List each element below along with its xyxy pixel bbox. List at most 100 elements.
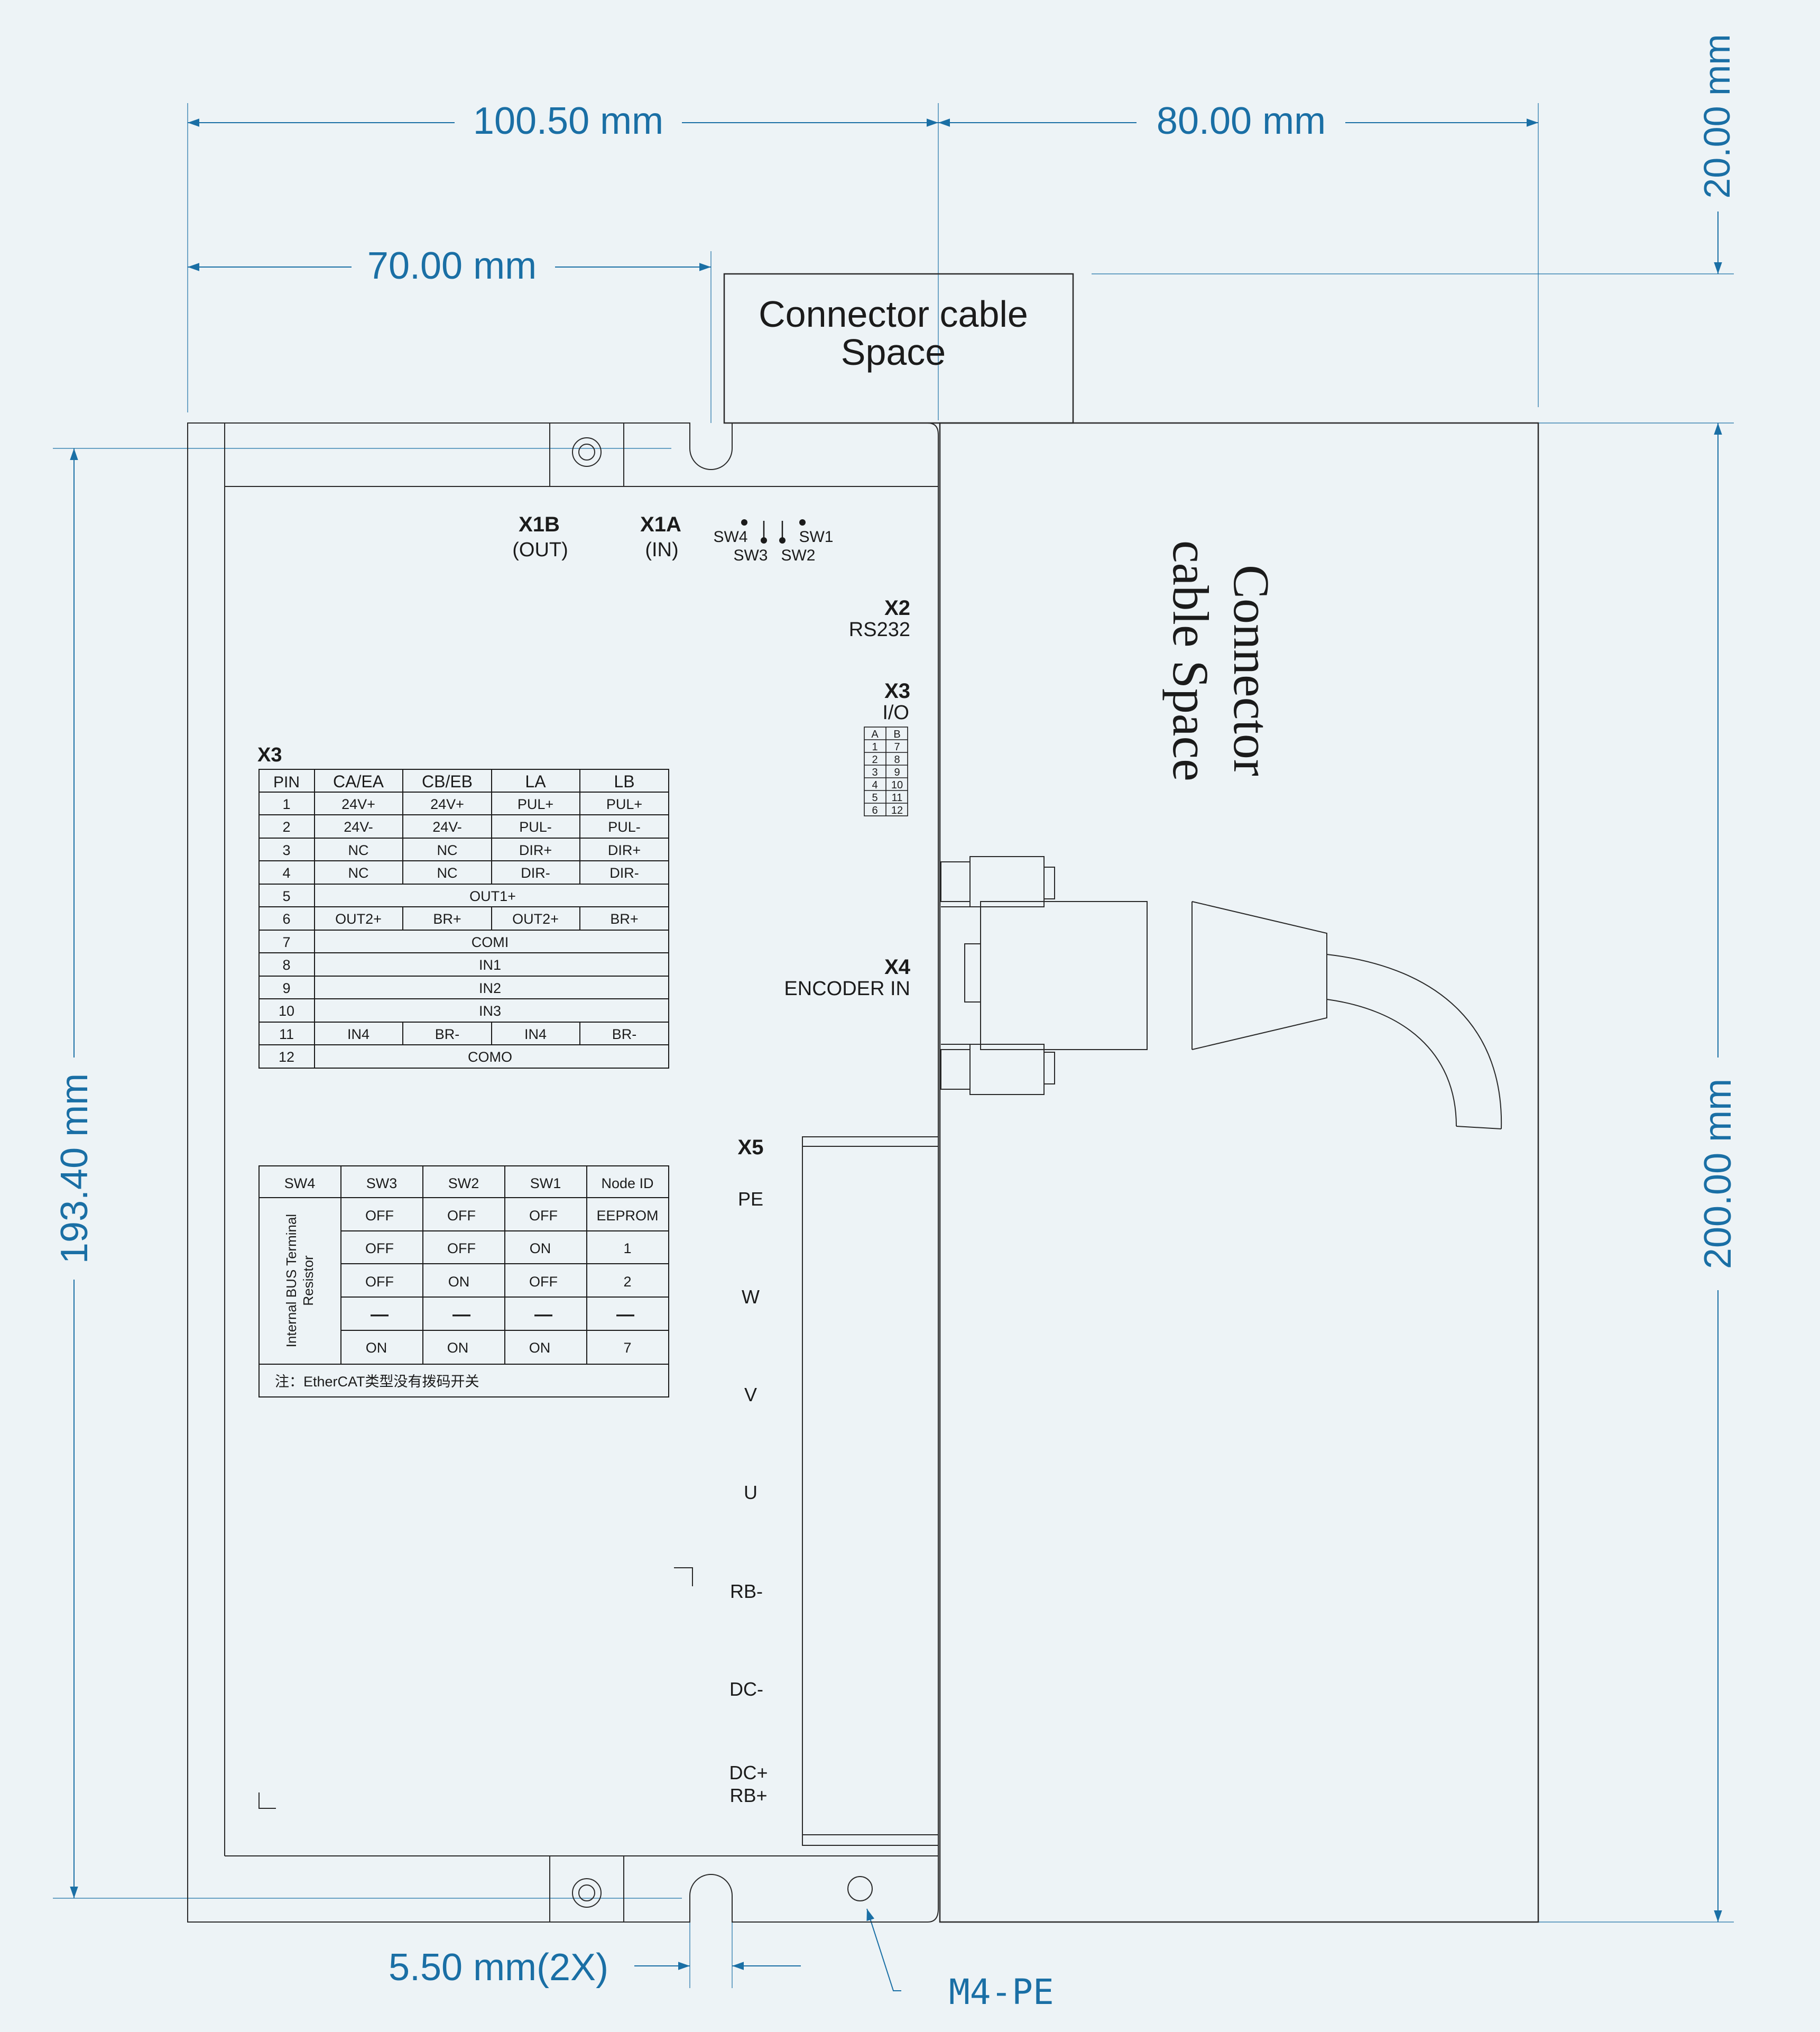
pin-row-12-signal: COMO <box>468 1049 512 1065</box>
pin-row-12-pin: 12 <box>279 1049 294 1065</box>
io-cell-b5: 11 <box>892 792 903 804</box>
x2-label: X2 <box>884 596 910 620</box>
pin-row-2-ca: 24V- <box>344 819 373 835</box>
pin-row-6-lb: BR+ <box>610 911 638 927</box>
dim-slot: 5.50 mm(2X) <box>389 1946 608 1989</box>
switch-row-3-sw2: ON <box>448 1274 470 1290</box>
dim-height-top: 20.00 mm <box>1696 34 1738 198</box>
switch-row-2-sw1: ON <box>530 1240 551 1256</box>
switch-row-2-sw3: OFF <box>365 1240 394 1256</box>
sw1-label: SW1 <box>799 528 833 546</box>
pin-row-8-pin: 8 <box>282 957 290 973</box>
switch-row-3-sw3: OFF <box>365 1274 394 1290</box>
sw1-dot <box>799 519 806 526</box>
switch-row-1-sw3: OFF <box>365 1208 394 1224</box>
sw4-label: SW4 <box>713 528 747 546</box>
x5-terminal-dc-minus: DC- <box>729 1678 763 1700</box>
side-cable-space: Connector cable Space <box>939 422 1539 1923</box>
switch-row-4-node: — <box>616 1304 634 1325</box>
pin-header-pin: PIN <box>273 774 300 791</box>
io-cell-a2: 2 <box>872 754 877 766</box>
pin-row-4-la: DIR- <box>521 865 550 881</box>
x1a-sub-label: (IN) <box>645 539 678 561</box>
pin-row-6-pin: 6 <box>282 911 290 927</box>
io-cell-b2: 8 <box>894 754 900 766</box>
x5-terminal-rb-minus: RB- <box>730 1580 763 1602</box>
pin-row-3-lb: DIR+ <box>608 842 641 858</box>
sw4-dot <box>741 519 747 526</box>
switch-row-4-sw3: — <box>371 1304 389 1325</box>
pin-table-title: X3 <box>257 744 282 766</box>
x3-sub-label: I/O <box>882 702 909 724</box>
sw2-label: SW2 <box>781 547 815 564</box>
io-header-a: A <box>871 729 879 740</box>
pin-row-11-ca: IN4 <box>347 1026 369 1042</box>
connector-labels: X1B (OUT) X1A (IN) SW4 SW1 SW3 SW2 X2 RS… <box>512 513 911 1159</box>
x5-terminal-w: W <box>742 1286 760 1308</box>
dim-height-right: 200.00 mm <box>1697 1079 1739 1269</box>
pin-row-11-cb: BR- <box>435 1026 460 1042</box>
pin-row-11-lb: BR- <box>612 1026 637 1042</box>
sw3-label: SW3 <box>733 547 768 564</box>
x5-label: X5 <box>738 1136 764 1159</box>
pin-row-1-lb: PUL+ <box>606 796 642 812</box>
top-cable-space: Connector cable Space <box>723 273 1074 424</box>
dim-width-right: 80.00 mm <box>1157 100 1326 142</box>
side-space-line1: Connector <box>1223 565 1280 776</box>
switch-row-4-sw1: — <box>534 1304 552 1325</box>
dim-height-left: 193.40 mm <box>53 1073 96 1264</box>
sw3-dot <box>761 537 767 544</box>
dip-switch-symbols <box>763 521 783 539</box>
switch-table-note: 注：EtherCAT类型没有拨码开关 <box>275 1374 479 1390</box>
pin-row-11-pin: 11 <box>279 1026 294 1042</box>
io-cell-a4: 4 <box>872 779 877 791</box>
pin-row-4-cb: NC <box>437 865 458 881</box>
io-cell-b4: 10 <box>891 779 903 791</box>
pin-row-4-lb: DIR- <box>609 865 639 881</box>
switch-header-sw2: SW2 <box>448 1175 479 1191</box>
pin-row-7-pin: 7 <box>282 934 290 950</box>
io-cell-b3: 9 <box>894 767 900 778</box>
io-cell-a6: 6 <box>872 805 877 816</box>
pin-row-10-pin: 10 <box>279 1003 294 1019</box>
switch-row-1-sw2: OFF <box>447 1208 476 1224</box>
dimension-lines <box>53 103 1734 1991</box>
x2-sub-label: RS232 <box>849 619 910 641</box>
dimension-labels: 100.50 mm 80.00 mm 70.00 mm 20.00 mm 193… <box>53 34 1739 2012</box>
x5-terminal-v: V <box>744 1384 757 1405</box>
pin-row-1-pin: 1 <box>282 796 290 812</box>
top-space-line2: Space <box>841 332 946 373</box>
pin-row-3-pin: 3 <box>282 842 290 858</box>
switch-row-5-sw2: ON <box>447 1340 469 1356</box>
top-space-line1: Connector cable <box>759 293 1028 335</box>
switch-header-sw3: SW3 <box>366 1175 398 1191</box>
x1b-label: X1B <box>519 513 560 536</box>
x1b-sub-label: (OUT) <box>512 539 568 561</box>
pin-row-9-signal: IN2 <box>479 980 501 996</box>
x5-terminals: PE W V U RB- DC- DC+ RB+ <box>729 1188 768 1806</box>
io-cell-a5: 5 <box>872 792 877 804</box>
dim-width-inner: 70.00 mm <box>367 245 537 287</box>
switch-side-label-line2: Resistor <box>300 1255 316 1306</box>
switch-row-5-sw1: ON <box>529 1340 551 1356</box>
x3-label: X3 <box>884 679 910 703</box>
switch-side-label-line1: Internal BUS Terminal <box>283 1214 299 1347</box>
switch-row-3-sw1: OFF <box>529 1274 558 1290</box>
x4-sub-label: ENCODER IN <box>784 978 910 1000</box>
switch-header-sw4: SW4 <box>284 1175 316 1191</box>
pin-row-10-signal: IN3 <box>479 1003 501 1019</box>
x5-terminal-rb-plus: RB+ <box>729 1785 767 1806</box>
pin-row-3-ca: NC <box>348 842 369 858</box>
pin-header-la: LA <box>525 772 546 791</box>
pin-row-2-lb: PUL- <box>608 819 641 835</box>
pin-row-1-ca: 24V+ <box>341 796 375 812</box>
x5-terminal-u: U <box>744 1482 757 1503</box>
dim-width-total: 100.50 mm <box>473 100 663 142</box>
x5-terminal-dc-plus: DC+ <box>729 1762 768 1783</box>
switch-row-2-sw2: OFF <box>447 1240 476 1256</box>
pin-row-2-pin: 2 <box>282 819 290 835</box>
pin-row-6-cb: BR+ <box>433 911 461 927</box>
pin-row-2-la: PUL- <box>519 819 552 835</box>
